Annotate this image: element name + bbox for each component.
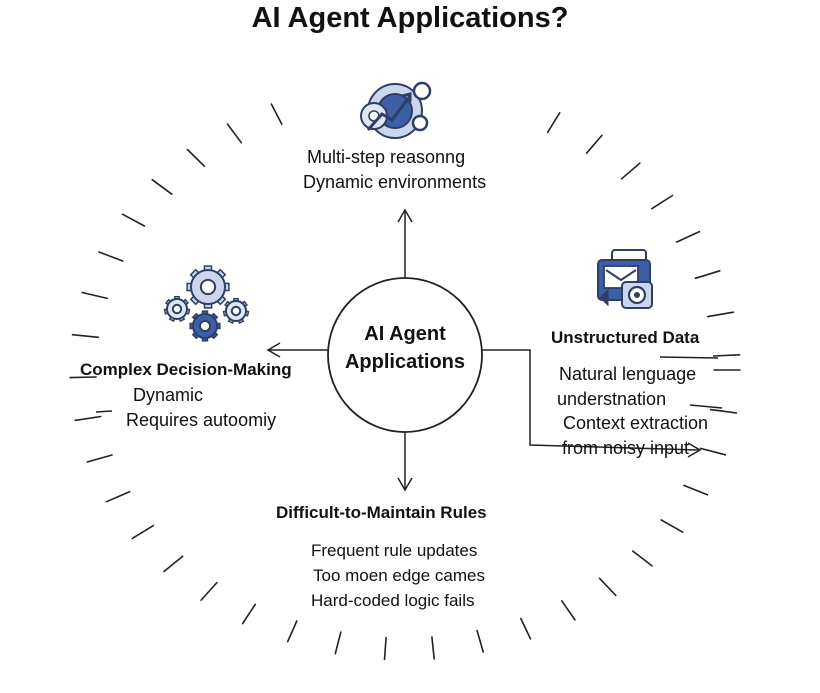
page-title: AI Agent Applications? xyxy=(251,2,569,34)
burst-tick xyxy=(675,230,701,243)
burst-tick xyxy=(286,620,298,643)
left-heading: Complex Decision-Making xyxy=(80,360,292,379)
burst-tick xyxy=(69,376,97,379)
gear-shape xyxy=(189,310,221,342)
left-line-1: Dynamic xyxy=(133,385,204,405)
bottom-heading: Difficult-to-Maintain Rules xyxy=(276,503,487,522)
burst-tick xyxy=(546,112,561,134)
document-camera-icon xyxy=(597,249,653,309)
burst-tick xyxy=(226,123,243,144)
arrowhead-right xyxy=(687,442,702,458)
bottom-line-3: Hard-coded logic fails xyxy=(311,591,475,610)
right-line-2: understnation xyxy=(557,389,667,409)
burst-tick xyxy=(98,251,124,262)
arrowhead-down xyxy=(397,477,413,492)
burst-tick xyxy=(74,415,102,422)
burst-tick xyxy=(712,353,741,357)
annotation-stroke-1 xyxy=(689,404,723,409)
burst-tick xyxy=(560,600,576,621)
burst-tick xyxy=(709,408,738,414)
burst-tick xyxy=(200,581,218,601)
burst-tick xyxy=(105,490,131,503)
burst-tick xyxy=(706,311,735,318)
center-label-line-2: Applications xyxy=(344,351,465,373)
left-line-2: Requires autoomiy xyxy=(126,410,277,430)
center-label: AI Agent Applications xyxy=(330,320,480,376)
gears-icon xyxy=(163,265,250,342)
gear-graph-icon xyxy=(360,81,432,139)
burst-tick xyxy=(71,333,100,339)
burst-tick xyxy=(186,148,206,167)
burst-tick xyxy=(699,447,727,456)
burst-tick xyxy=(598,577,617,597)
connector-right xyxy=(482,349,699,451)
annotation-stroke-2 xyxy=(659,356,719,359)
burst-tick xyxy=(81,291,108,300)
burst-tick xyxy=(270,103,283,125)
right-line-4: from noisy input xyxy=(562,438,690,458)
bottom-line-1: Frequent rule updates xyxy=(311,541,478,560)
burst-tick xyxy=(131,524,155,540)
radial-burst-ticks xyxy=(69,103,741,661)
gear-shape xyxy=(222,297,250,324)
top-line-2: Dynamic environments xyxy=(303,172,487,192)
burst-tick xyxy=(585,134,603,154)
burst-tick xyxy=(631,550,653,567)
top-line-1: Multi-step reasonng xyxy=(307,147,466,167)
gear-shape xyxy=(186,265,230,309)
burst-tick xyxy=(121,213,146,227)
connectors xyxy=(95,208,723,492)
burst-tick xyxy=(151,178,173,195)
right-line-1: Natural lenguage xyxy=(559,364,697,384)
burst-tick xyxy=(683,484,709,496)
burst-tick xyxy=(431,636,436,660)
burst-tick xyxy=(650,194,674,210)
burst-tick xyxy=(163,555,184,573)
bottom-line-2: Too moen edge cames xyxy=(313,566,485,585)
gear-shape xyxy=(163,295,191,322)
arrowhead-left xyxy=(266,342,281,358)
burst-tick xyxy=(694,269,721,280)
burst-tick xyxy=(476,629,485,653)
burst-tick xyxy=(620,162,641,180)
burst-tick xyxy=(519,617,532,640)
right-heading: Unstructured Data xyxy=(551,328,700,347)
burst-tick xyxy=(660,519,684,534)
center-label-line-1: AI Agent xyxy=(364,323,446,345)
burst-tick xyxy=(241,603,256,625)
burst-tick xyxy=(383,636,387,661)
right-line-3: Context extraction xyxy=(563,413,709,433)
burst-tick xyxy=(334,631,342,655)
burst-tick xyxy=(86,454,113,463)
arrowhead-up xyxy=(397,208,413,223)
annotation-stroke-3 xyxy=(95,410,113,413)
